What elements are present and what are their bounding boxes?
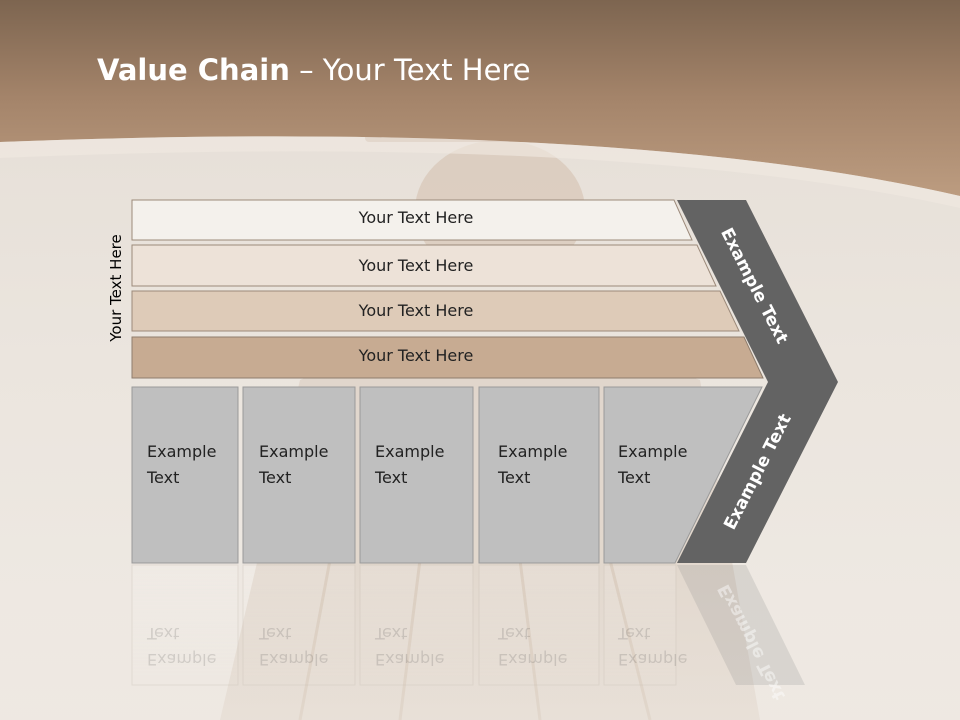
box-label-1: Example Text: [147, 439, 216, 491]
activity-box-5[interactable]: [603, 386, 763, 564]
box-label-5: Example Text: [618, 439, 687, 491]
activity-box-4[interactable]: [478, 386, 600, 564]
chevron-arrow[interactable]: [677, 200, 838, 563]
row-bar-1[interactable]: [131, 199, 693, 241]
header-band: [0, 0, 960, 196]
box-label-3: Example Text: [375, 439, 444, 491]
box-1-line1: Example: [147, 442, 217, 461]
row-label-3: Your Text Here: [358, 301, 474, 320]
box-5-line1: Example: [618, 442, 688, 461]
title-rest: – Your Text Here: [289, 53, 531, 87]
row-label-2: Your Text Here: [358, 256, 474, 275]
row-bar-2[interactable]: [131, 244, 717, 287]
reflection: [131, 564, 805, 686]
box-4-line1: Example: [498, 442, 568, 461]
activity-box-3[interactable]: [359, 386, 474, 564]
row-label-4: Your Text Here: [358, 346, 474, 365]
row-label-1: Your Text Here: [358, 208, 474, 227]
slide-title: Value Chain – Your Text Here: [97, 53, 531, 87]
box-1-line2: Text: [147, 468, 180, 487]
title-bold: Value Chain: [97, 53, 290, 87]
box-4-line2: Text: [498, 468, 531, 487]
box-3-line1: Example: [375, 442, 445, 461]
activity-box-1[interactable]: [131, 386, 239, 564]
box-5-line2: Text: [618, 468, 651, 487]
box-label-4: Example Text: [498, 439, 567, 491]
box-3-line2: Text: [375, 468, 408, 487]
row-bar-3[interactable]: [131, 290, 740, 332]
box-label-2: Example Text: [259, 439, 328, 491]
box-2-line1: Example: [259, 442, 329, 461]
activity-box-2[interactable]: [242, 386, 356, 564]
row-bar-4[interactable]: [131, 336, 764, 379]
box-2-line2: Text: [259, 468, 292, 487]
header-swoosh: [0, 136, 960, 208]
